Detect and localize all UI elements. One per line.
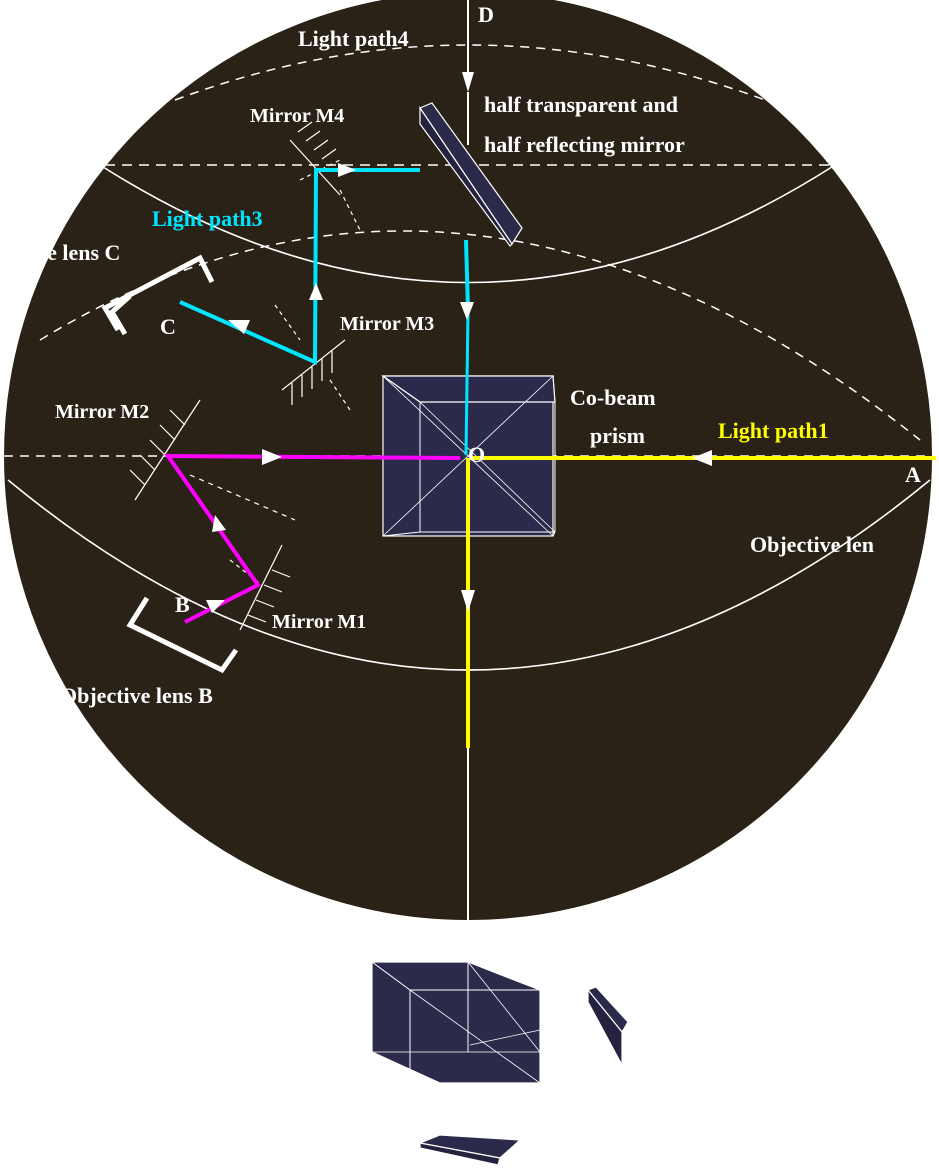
path2-arrow-m2 [262, 449, 282, 465]
mirror-m4 [289, 121, 361, 231]
label-point-a: A [905, 462, 921, 487]
label-mirror-m4: Mirror M4 [250, 105, 344, 127]
half-reflecting-mirror [419, 102, 523, 247]
label-half-mirror-2: half reflecting mirror [484, 132, 685, 157]
label-objective-lens-c: ive lens C [30, 240, 120, 265]
objective-lens-b [126, 596, 239, 674]
label-point-o: O [468, 442, 485, 467]
objective-lens-c [108, 294, 132, 336]
exploded-cube [371, 961, 541, 1084]
path2-arrow-m1 [212, 515, 226, 532]
label-mirror-m1: Mirror M1 [272, 611, 366, 633]
exploded-mirror-slab [587, 986, 629, 1066]
path3-arrow-m3 [309, 283, 323, 300]
label-mirror-m2: Mirror M2 [55, 401, 149, 423]
label-light-path4: Light path4 [298, 26, 409, 51]
light-path4 [462, 0, 474, 145]
latitude-dashed-top [174, 44, 766, 101]
label-point-b: B [175, 592, 190, 617]
label-point-c: C [160, 314, 176, 339]
exploded-base-plate [417, 1134, 522, 1166]
label-light-path3: Light path3 [152, 206, 263, 231]
label-co-beam-2: prism [590, 423, 645, 448]
label-objective-lens-a: Objective len [750, 532, 874, 557]
path2-arrow-b [206, 600, 225, 613]
labels: D Light path4 half transparent and half … [30, 2, 921, 708]
latitude-dashed-upper [39, 230, 921, 441]
light-path3 [179, 168, 470, 456]
path1-arrow-down [461, 590, 475, 612]
label-point-d: D [478, 2, 494, 27]
label-mirror-m3: Mirror M3 [340, 313, 434, 335]
label-light-path1: Light path1 [718, 418, 829, 443]
path3-arrow-down [460, 302, 474, 320]
objective-lens-c-bracket [101, 254, 215, 332]
label-co-beam-1: Co-beam [570, 385, 656, 410]
mirror-m3 [274, 304, 351, 411]
path3-arrow-m4 [338, 163, 356, 177]
path1-arrow-a [692, 450, 712, 466]
label-half-mirror-1: half transparent and [484, 92, 678, 117]
path3-arrow-c [228, 320, 250, 334]
mirror-m2 [129, 399, 296, 521]
label-objective-lens-b: Objective lens B [60, 683, 213, 708]
